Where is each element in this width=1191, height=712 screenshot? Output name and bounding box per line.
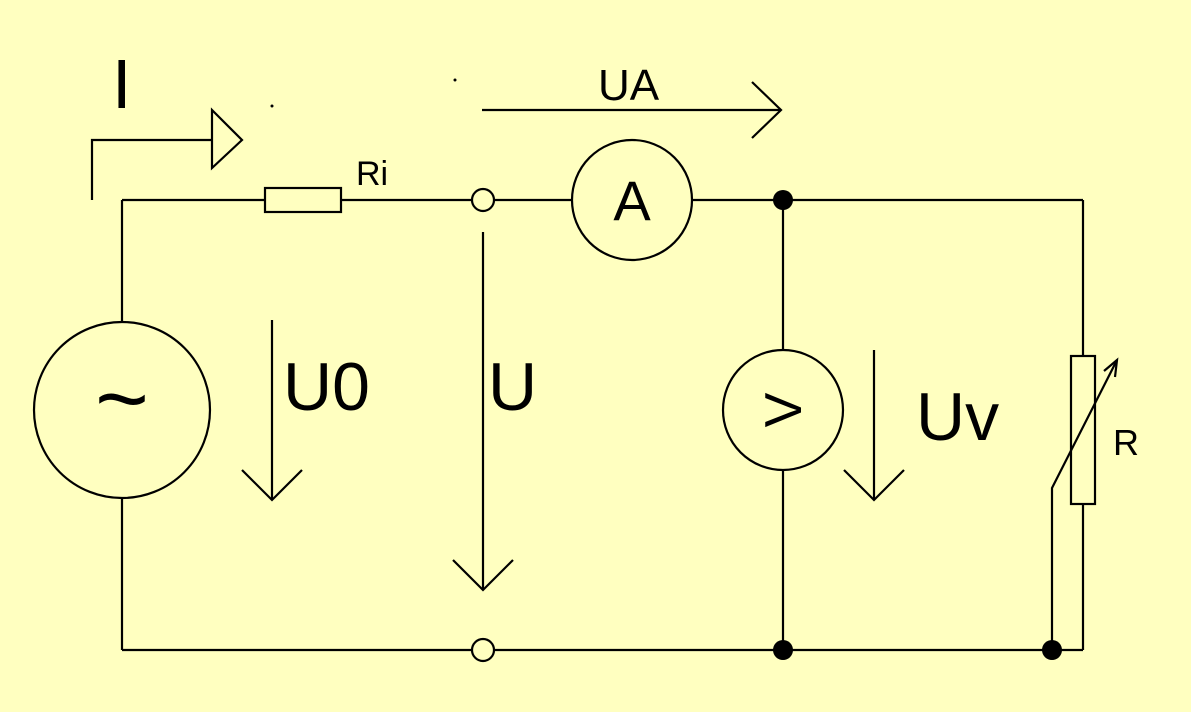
u-arrowhead-icon xyxy=(452,559,514,592)
u0-arrowhead-icon xyxy=(241,469,303,502)
junction-dot xyxy=(773,190,793,210)
label-u0: U0 xyxy=(283,349,370,425)
label-ri: Ri xyxy=(356,155,388,193)
terminal-bottom xyxy=(470,637,496,663)
variable-resistor-r xyxy=(1050,354,1119,650)
voltmeter: V xyxy=(721,348,845,472)
terminal-top xyxy=(470,187,496,213)
ua-arrowhead-icon xyxy=(751,81,783,139)
wires xyxy=(120,198,1085,652)
ammeter-circle xyxy=(570,138,694,262)
u0-arrow xyxy=(241,320,303,502)
sine-wave-icon: ~ xyxy=(95,348,149,450)
resistor-ri xyxy=(263,186,343,214)
ac-source: ~ xyxy=(32,320,212,500)
ammeter: A xyxy=(570,138,694,262)
label-u: U xyxy=(488,349,537,425)
ammeter-symbol: A xyxy=(613,169,651,232)
label-current: I xyxy=(112,45,131,123)
u-arrow xyxy=(452,232,514,592)
current-arrow-head xyxy=(210,107,244,171)
ua-arrow xyxy=(482,81,783,139)
current-arrow xyxy=(90,107,244,200)
label-ua: UA xyxy=(598,61,660,110)
voltmeter-symbol: V xyxy=(755,392,813,427)
resistor-r-body xyxy=(1069,354,1097,506)
junction-dot xyxy=(773,640,793,660)
arrowhead-icon xyxy=(1103,357,1119,378)
uv-arrow xyxy=(843,350,905,502)
speck xyxy=(453,78,457,82)
speck xyxy=(270,104,274,108)
resistor-r-wiper xyxy=(1050,359,1118,650)
current-arrow-shaft xyxy=(90,138,212,200)
label-uv: Uv xyxy=(916,379,999,455)
uv-arrowhead-icon xyxy=(843,469,905,502)
ac-source-circle xyxy=(32,320,212,500)
label-r: R xyxy=(1113,422,1139,463)
voltmeter-circle xyxy=(721,348,845,472)
